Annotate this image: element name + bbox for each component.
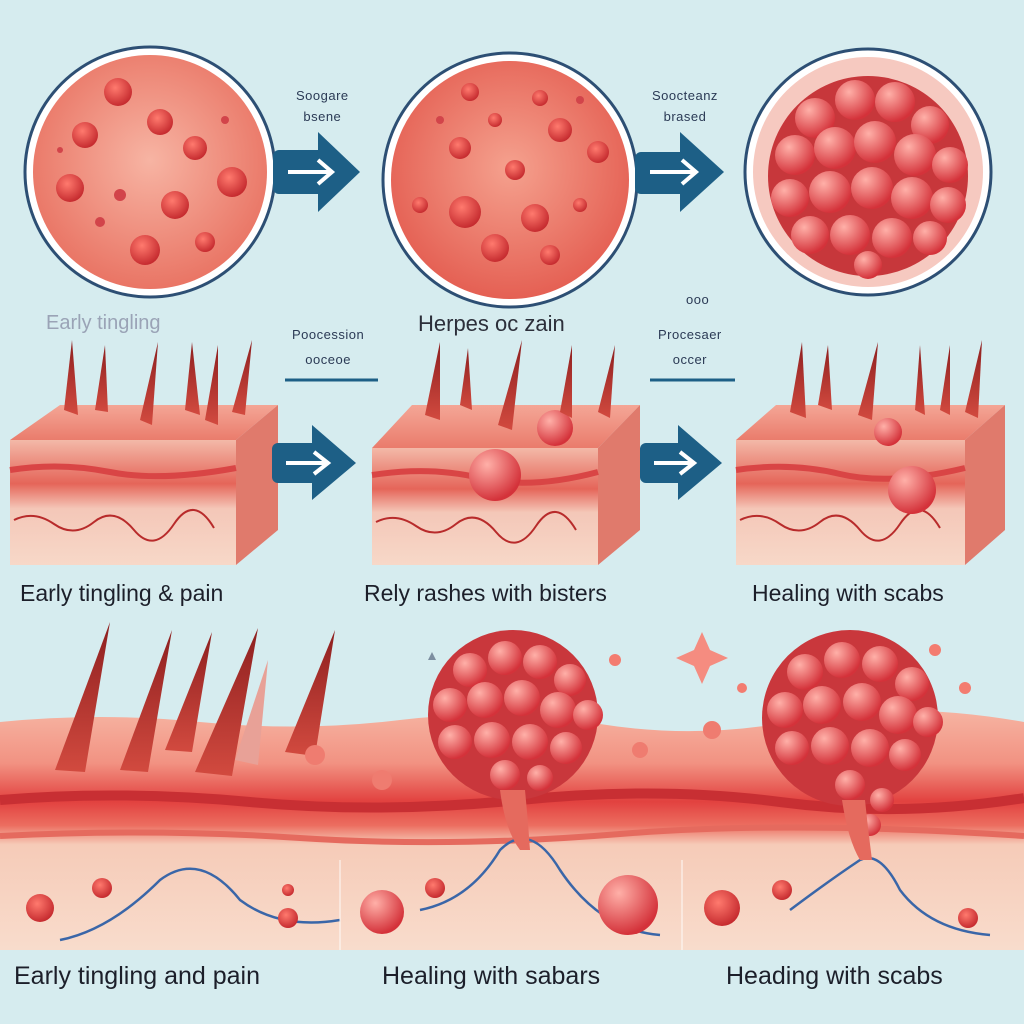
- skin-block-blisters: [371, 340, 640, 565]
- stage-circle-scab: [743, 47, 993, 297]
- progression-label-right: Procesaer occer: [658, 327, 722, 367]
- arrow-label-top-2: Soocteanz brased: [652, 88, 718, 124]
- arrow-label-top-1: Soogare bsene: [296, 88, 349, 124]
- blister-cluster: [428, 630, 603, 850]
- caption-stage-3: Healing with scabs: [752, 580, 944, 606]
- caption-stage-1: Early tingling & pain: [20, 580, 224, 606]
- blister-cluster: [762, 630, 943, 860]
- caption-stage-2: Rely rashes with bisters: [364, 580, 607, 606]
- bottom-caption-1: Early tingling and pain: [14, 962, 260, 990]
- arrow-icon: [272, 425, 356, 500]
- diagram-title: Herpes oc zain: [418, 311, 565, 336]
- bottom-caption-2: Healing with sabars: [382, 962, 601, 990]
- stage-circle-early: [23, 45, 277, 299]
- progression-label-left: Poocession ooceoe: [292, 327, 365, 367]
- arrow-icon: [635, 132, 724, 212]
- skin-cross-section: [0, 622, 1024, 950]
- bottom-caption-3: Heading with scabs: [726, 962, 943, 990]
- arrow-icon: [273, 132, 360, 212]
- arrow-icon: [640, 425, 722, 500]
- stage-circle-rash: [381, 51, 639, 309]
- faded-label: Early tingling: [46, 312, 161, 334]
- skin-block-scabs: [735, 340, 1005, 565]
- skin-block-early: [9, 340, 278, 565]
- small-label: ooo: [686, 292, 710, 307]
- sparkle-icon: [676, 632, 728, 684]
